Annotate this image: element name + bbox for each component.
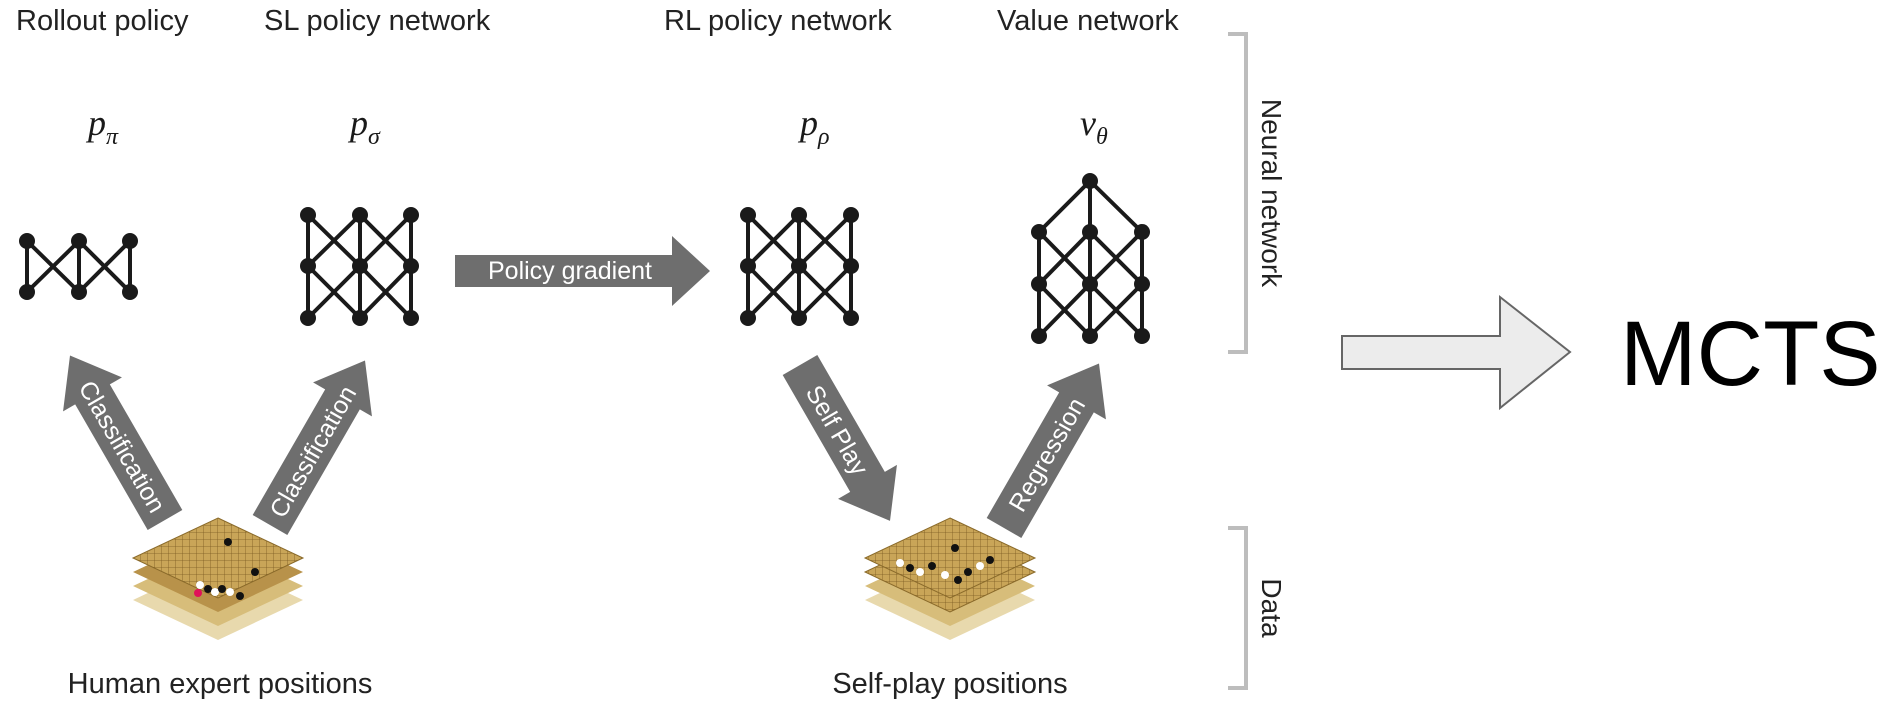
policy-gradient-label: Policy gradient bbox=[488, 257, 652, 285]
network-node bbox=[71, 284, 87, 300]
network-edge bbox=[797, 264, 853, 320]
network-edge bbox=[1037, 230, 1092, 286]
self-play-arrow: Self Play bbox=[782, 355, 897, 521]
network-node bbox=[71, 233, 87, 249]
network-edge bbox=[306, 264, 362, 320]
network-node bbox=[1082, 173, 1098, 189]
rl-policy-symbol: pρ bbox=[797, 103, 830, 150]
network-node bbox=[122, 284, 138, 300]
value-network-icon bbox=[1031, 173, 1150, 344]
network-node bbox=[740, 207, 756, 223]
regression-arrow: Regression bbox=[986, 363, 1106, 538]
network-node bbox=[791, 258, 807, 274]
network-node bbox=[352, 258, 368, 274]
self-play-board-stack-icon bbox=[863, 517, 1037, 640]
network-node bbox=[740, 310, 756, 326]
neural-network-bracket: Neural network bbox=[1228, 32, 1287, 354]
network-edge bbox=[306, 213, 362, 268]
network-edge bbox=[1037, 179, 1092, 234]
network-edge bbox=[25, 239, 81, 294]
policy-gradient-arrow: Policy gradient bbox=[455, 236, 710, 306]
regression-label: Regression bbox=[1004, 393, 1091, 517]
self-play-positions-label: Self-play positions bbox=[832, 668, 1067, 700]
network-node bbox=[403, 258, 419, 274]
network-node bbox=[1082, 276, 1098, 292]
network-node bbox=[1134, 276, 1150, 292]
network-node bbox=[843, 310, 859, 326]
network-node bbox=[1031, 328, 1047, 344]
network-node bbox=[1082, 224, 1098, 240]
network-node bbox=[791, 310, 807, 326]
network-edge bbox=[1088, 282, 1144, 338]
classification-label-right: Classification bbox=[264, 381, 362, 523]
network-edge bbox=[797, 213, 853, 268]
network-node bbox=[122, 233, 138, 249]
network-edge bbox=[77, 239, 132, 294]
network-node bbox=[403, 310, 419, 326]
network-edge bbox=[746, 213, 801, 268]
network-node bbox=[352, 310, 368, 326]
network-node bbox=[403, 207, 419, 223]
network-node bbox=[352, 207, 368, 223]
network-edge bbox=[1088, 230, 1144, 286]
sl-policy-symbol: pσ bbox=[347, 103, 381, 150]
network-edge bbox=[1037, 282, 1092, 338]
network-node bbox=[1031, 224, 1047, 240]
rl-policy-network-title: RL policy network bbox=[664, 5, 892, 37]
data-bracket: Data bbox=[1228, 526, 1287, 690]
rollout-policy-title: Rollout policy bbox=[16, 5, 189, 37]
to-mcts-arrow bbox=[1341, 294, 1572, 411]
network-node bbox=[300, 258, 316, 274]
rollout-network-icon bbox=[19, 233, 138, 300]
data-label: Data bbox=[1256, 578, 1287, 638]
network-edge bbox=[358, 213, 413, 268]
network-node bbox=[1134, 224, 1150, 240]
sl-policy-network-title: SL policy network bbox=[264, 5, 491, 37]
network-node bbox=[300, 207, 316, 223]
network-edge bbox=[746, 264, 801, 320]
mcts-label: MCTS bbox=[1620, 303, 1881, 405]
network-node bbox=[1031, 276, 1047, 292]
rl-policy-network-icon bbox=[740, 207, 859, 326]
network-node bbox=[740, 258, 756, 274]
network-node bbox=[300, 310, 316, 326]
classification-arrow-left: Classification bbox=[63, 355, 183, 530]
network-node bbox=[1134, 328, 1150, 344]
classification-label-left: Classification bbox=[73, 376, 171, 518]
human-expert-positions-label: Human expert positions bbox=[68, 668, 373, 700]
human-expert-board-stack-icon bbox=[131, 517, 305, 640]
sl-policy-network-icon bbox=[300, 207, 419, 326]
network-edge bbox=[1088, 179, 1144, 234]
value-network-symbol: vθ bbox=[1080, 103, 1108, 150]
neural-network-label: Neural network bbox=[1256, 99, 1287, 288]
network-node bbox=[843, 258, 859, 274]
network-edge bbox=[358, 264, 413, 320]
network-node bbox=[843, 207, 859, 223]
rollout-policy-symbol: pπ bbox=[85, 103, 119, 150]
network-node bbox=[791, 207, 807, 223]
classification-arrow-right: Classification bbox=[252, 360, 372, 535]
network-node bbox=[19, 233, 35, 249]
value-network-title: Value network bbox=[997, 5, 1179, 37]
network-node bbox=[1082, 328, 1098, 344]
network-node bbox=[19, 284, 35, 300]
